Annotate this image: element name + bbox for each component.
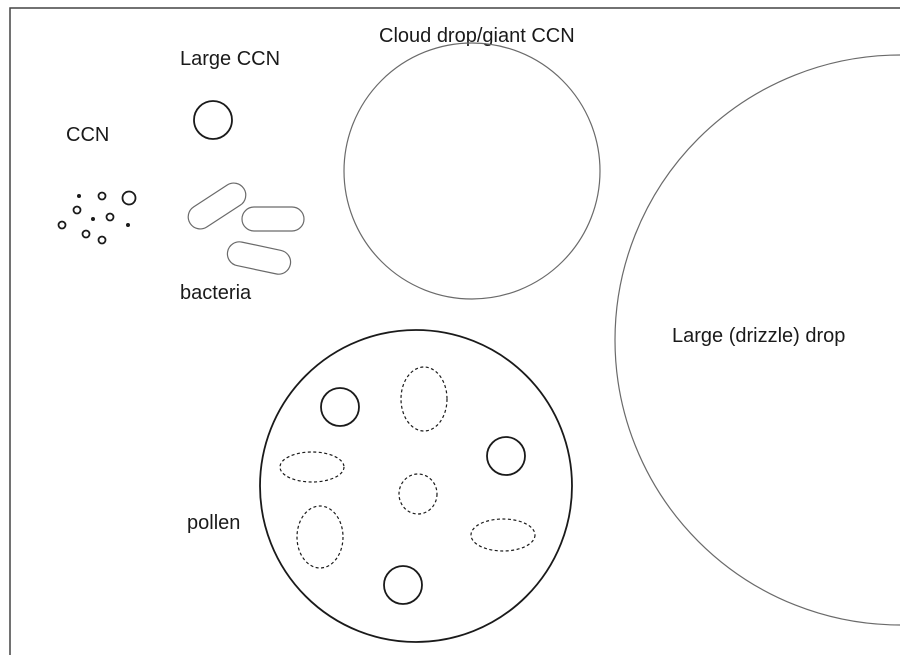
pollen-grain	[259, 329, 573, 643]
ccn-particle	[121, 190, 137, 206]
pollen-solid-particle	[320, 387, 360, 427]
bacterium	[241, 206, 305, 232]
ccn-particle	[72, 205, 82, 215]
ccn-particle	[57, 220, 67, 230]
drizzle-drop-circle	[614, 54, 900, 626]
ccn-particle	[91, 217, 95, 221]
pollen-dashed-inclusion	[470, 518, 536, 552]
ccn-particle	[97, 191, 107, 201]
pollen-dashed-inclusion	[279, 451, 345, 483]
ccn-particles	[57, 190, 137, 245]
large-ccn-label: Large CCN	[180, 48, 280, 70]
cloud-drop-circle	[343, 42, 601, 300]
ccn-particle	[126, 223, 130, 227]
bacteria-label: bacteria	[180, 282, 252, 304]
bacteria-group	[187, 182, 305, 275]
pollen-dashed-inclusion	[398, 473, 438, 515]
drizzle-drop-label: Large (drizzle) drop	[672, 325, 845, 347]
pollen-label: pollen	[187, 512, 240, 534]
ccn-particle	[77, 194, 81, 198]
pollen-dashed-inclusion	[296, 505, 344, 569]
pollen-outline	[259, 329, 573, 643]
pollen-solid-particle	[383, 565, 423, 605]
ccn-label: CCN	[66, 124, 109, 146]
ccn-particle	[105, 212, 115, 222]
pollen-dashed-inclusion	[400, 366, 448, 432]
bacterium	[187, 182, 247, 230]
bacterium	[226, 241, 292, 275]
diagram-frame	[9, 7, 900, 655]
ccn-particle	[97, 235, 107, 245]
large-ccn-particle	[193, 100, 233, 140]
ccn-particle	[81, 229, 91, 239]
cloud-drop-label: Cloud drop/giant CCN	[379, 25, 575, 47]
pollen-solid-particle	[486, 436, 526, 476]
